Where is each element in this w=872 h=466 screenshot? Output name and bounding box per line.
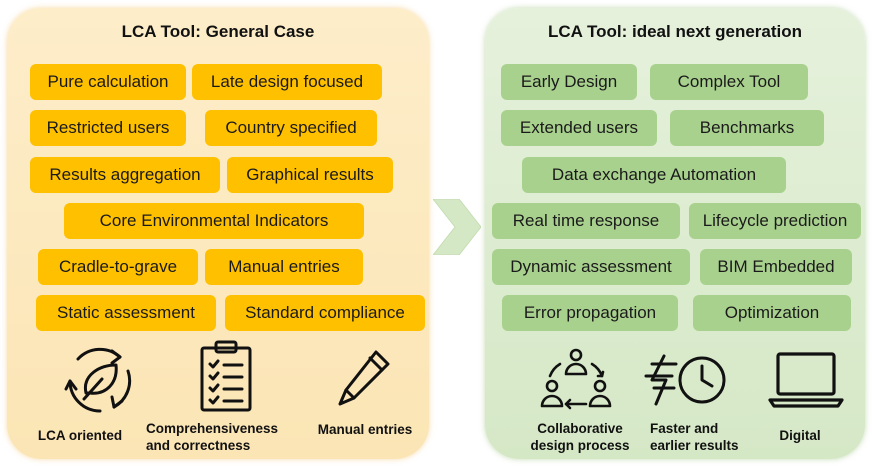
caption-digital: Digital [779,428,821,443]
caption-faster: Faster and earlier results [650,420,760,454]
caption-line: earlier results [650,438,739,453]
caption-line: Faster and [650,421,719,436]
tag-benchmarks: Benchmarks [670,110,824,146]
tag-bim-embedded: BIM Embedded [700,249,852,285]
tag-lifecycle-prediction: Lifecycle prediction [689,203,861,239]
tag-manual-entries: Manual entries [205,249,363,285]
tag-static-assessment: Static assessment [36,295,216,331]
tag-optimization: Optimization [693,295,851,331]
general-case-title: LCA Tool: General Case [121,22,315,41]
tag-early-design: Early Design [501,64,637,100]
tag-real-time-response: Real time response [492,203,680,239]
fast-clock-icon [644,354,726,406]
tag-complex-tool: Complex Tool [650,64,808,100]
laptop-icon [768,352,844,408]
caption-lca-oriented: LCA oriented [37,428,123,443]
caption-line: Collaborative [537,421,623,436]
tag-restricted-users: Restricted users [30,110,186,146]
caption-collaborative: Collaborative design process [525,420,635,454]
tag-error-propagation: Error propagation [502,295,678,331]
tag-country-specified: Country specified [205,110,377,146]
recycle-leaf-icon [64,347,132,413]
tag-late-design-focused: Late design focused [192,64,382,100]
caption-line: design process [530,438,630,453]
caption-line: and correctness [146,438,251,453]
tag-dynamic-assessment: Dynamic assessment [492,249,690,285]
tag-graphical-results: Graphical results [227,157,393,193]
caption-comprehensiveness: Comprehensiveness and correctness [146,420,296,454]
tag-cradle-to-grave: Cradle-to-grave [38,249,198,285]
checklist-clipboard-icon [200,340,252,412]
tag-core-environmental-indicators: Core Environmental Indicators [64,203,364,239]
collaboration-cycle-icon [540,348,612,410]
tag-data-exchange-automation: Data exchange Automation [522,157,786,193]
tag-pure-calculation: Pure calculation [30,64,186,100]
tag-standard-compliance: Standard compliance [225,295,425,331]
caption-manual-entries: Manual entries [317,422,413,437]
next-generation-title: LCA Tool: ideal next generation [547,22,803,41]
tag-extended-users: Extended users [501,110,657,146]
transition-arrow-icon [433,199,481,255]
caption-line: Comprehensiveness [146,421,279,436]
tag-results-aggregation: Results aggregation [30,157,220,193]
pencil-icon [338,350,390,406]
